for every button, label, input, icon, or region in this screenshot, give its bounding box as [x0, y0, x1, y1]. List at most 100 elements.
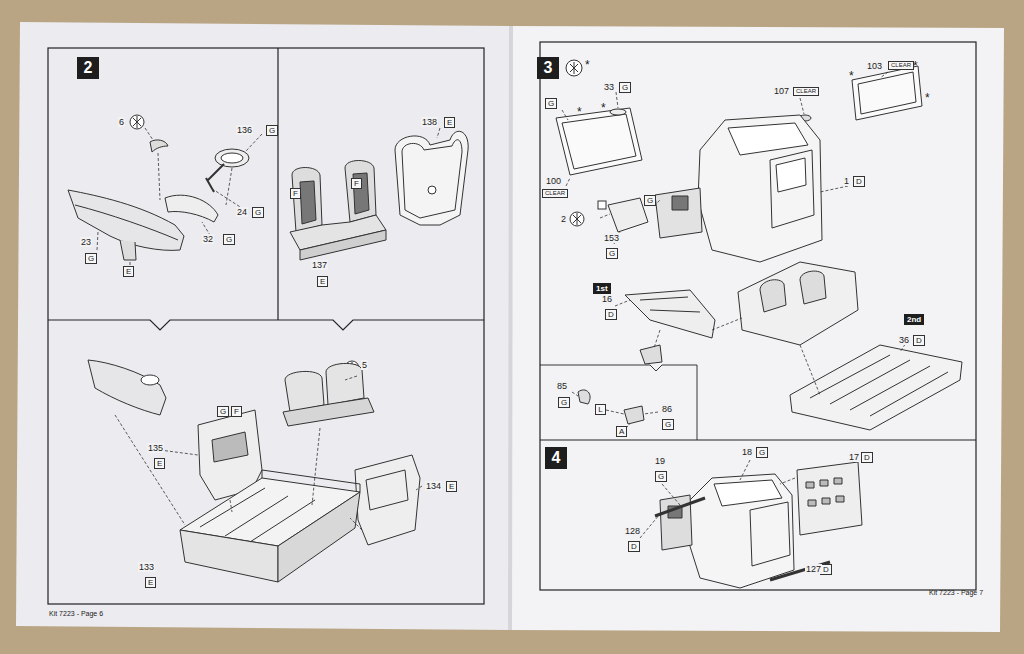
callout-number: 127: [805, 564, 822, 574]
node-text: G: [220, 407, 226, 416]
node-text: F: [293, 189, 298, 198]
step-4-parts: [655, 462, 862, 588]
callout-number: 33: [603, 82, 615, 92]
callout-number: 153: [603, 233, 620, 243]
dashboard-detail: [75, 205, 178, 240]
cab-window: [714, 480, 782, 506]
note-mark: *: [848, 70, 855, 82]
dashboard: [88, 360, 166, 415]
node-text: D: [856, 177, 862, 186]
divider: [277, 48, 278, 320]
part-tree-letter: F: [290, 188, 301, 199]
node-text: E: [320, 277, 325, 286]
back-panel: [797, 462, 862, 535]
node-text: F: [234, 407, 239, 416]
step-3-parts: [556, 66, 962, 430]
node-text: CLEAR: [545, 190, 565, 197]
divider: [48, 320, 484, 330]
part-tree-letter: G: [545, 98, 557, 109]
node-text: F: [354, 179, 359, 188]
cab: [698, 115, 822, 262]
part-tree-letter: D: [628, 541, 640, 552]
rod: [655, 498, 705, 516]
small-part: [624, 406, 644, 424]
part-tree-letter: G: [85, 253, 97, 264]
part-tree-letter: F: [351, 178, 362, 189]
seat-back-hole: [428, 186, 436, 194]
note-mark: *: [924, 92, 931, 104]
steering-column: [206, 164, 224, 192]
part-tree-letter: E: [444, 117, 455, 128]
cement-icon: [566, 60, 582, 76]
node-text: D: [608, 310, 614, 319]
node-text: G: [665, 420, 671, 429]
small-part: [150, 140, 168, 152]
callout-number: 32: [202, 234, 214, 244]
node-text: CLEAR: [891, 62, 911, 69]
part-tree-letter: D: [853, 176, 865, 187]
node-text: E: [126, 267, 131, 276]
small-part: [578, 390, 590, 404]
sub-frame: [540, 365, 697, 440]
part-tree-letter: G: [558, 397, 570, 408]
node-text: G: [622, 83, 628, 92]
interior-assembly: [738, 262, 858, 345]
paper: [16, 22, 1004, 632]
note-mark: *: [584, 59, 591, 71]
steering-wheel: [221, 153, 243, 163]
cab-door: [750, 502, 790, 566]
leaders: [640, 460, 812, 572]
part-tree-letter: G: [266, 125, 278, 136]
floor-ribs: [810, 355, 948, 416]
callout-number: 137: [311, 260, 328, 270]
door-detail: [366, 470, 408, 510]
small-part: [608, 198, 648, 232]
rear-window: [852, 66, 922, 120]
cab-side-window: [776, 158, 806, 192]
node-text: 4: [551, 447, 561, 469]
node-text: G: [647, 196, 653, 205]
bracket: [120, 240, 136, 260]
rear-window-detail: [858, 72, 916, 114]
node-text: 1st: [596, 283, 608, 294]
node-text: CLEAR: [796, 88, 816, 95]
inner-panel: [625, 290, 715, 338]
part-tree-letter: CLEAR: [793, 87, 819, 96]
steering-wheel: [141, 375, 159, 385]
interior-tub: [180, 530, 278, 582]
callout-number: 85: [556, 381, 568, 391]
part-tree-letter: CLEAR: [542, 189, 568, 198]
callout-number: 19: [654, 456, 666, 466]
callout-number: 107: [773, 86, 790, 96]
part-tree-letter: G: [217, 406, 229, 417]
part-tree-letter: G: [223, 234, 235, 245]
part-tree-letter: F: [231, 406, 242, 417]
callout-number: 138: [421, 117, 438, 127]
part-tree-letter: G: [619, 82, 631, 93]
part-tree-letter: L: [595, 404, 606, 415]
cement-icon: [570, 212, 584, 226]
note-mark: *: [576, 106, 583, 118]
cab-door: [770, 150, 814, 228]
interior-tub: [278, 492, 360, 582]
node-text: G: [561, 398, 567, 407]
step-number: 4: [545, 447, 567, 469]
seat-back-detail: [402, 140, 462, 218]
right-page: [510, 26, 1004, 632]
node-text: 2: [83, 57, 93, 79]
cement-icon: [130, 115, 144, 129]
seat-base: [300, 230, 386, 260]
note-mark: *: [600, 102, 607, 114]
part-tree-letter: G: [644, 195, 656, 206]
seat-back-panel: [395, 131, 468, 225]
page-fold: [510, 26, 511, 630]
part-tree-letter: D: [913, 335, 925, 346]
node-text: G: [658, 472, 664, 481]
cement-icon: [133, 116, 141, 128]
empty-box: [598, 201, 606, 209]
node-text: G: [548, 99, 554, 108]
floor-pan: [790, 345, 962, 430]
leaders: [562, 72, 908, 428]
windshield: [556, 108, 642, 175]
